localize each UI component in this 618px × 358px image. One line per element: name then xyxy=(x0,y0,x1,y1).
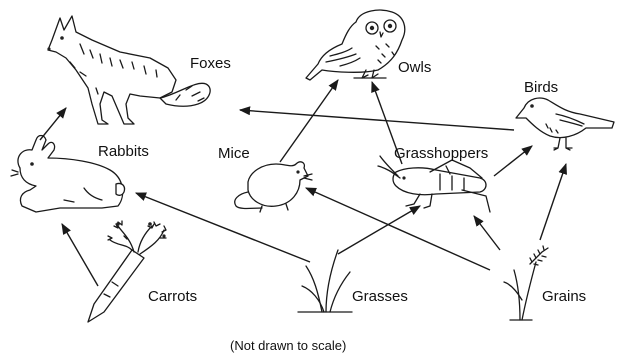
label-birds: Birds xyxy=(524,79,558,96)
arrow-birds-to-foxes xyxy=(240,110,514,130)
label-grasshoppers: Grasshoppers xyxy=(394,145,488,162)
label-carrots: Carrots xyxy=(148,288,197,305)
caption-not-to-scale: (Not drawn to scale) xyxy=(230,338,346,353)
label-mice: Mice xyxy=(218,145,250,162)
label-owls: Owls xyxy=(398,59,431,76)
fox-illustration xyxy=(47,16,210,124)
owl-illustration xyxy=(306,10,405,80)
bird-illustration xyxy=(516,98,614,150)
grasshopper-illustration xyxy=(378,156,490,212)
label-grasses: Grasses xyxy=(352,288,408,305)
arrow-grains-to-mice xyxy=(306,188,490,270)
arrow-grasses-to-grasshoppers xyxy=(338,206,420,254)
carrot-illustration xyxy=(88,221,166,322)
arrow-mice-to-owls xyxy=(280,80,338,162)
label-rabbits: Rabbits xyxy=(98,143,149,160)
arrow-grains-to-grasshoppers xyxy=(474,216,500,250)
arrow-grasshoppers-to-birds xyxy=(494,146,532,176)
arrow-grains-to-birds xyxy=(540,164,566,240)
label-grains: Grains xyxy=(542,288,586,305)
arrow-rabbits-to-foxes xyxy=(40,108,66,140)
grass-illustration xyxy=(298,250,352,312)
arrow-carrots-to-rabbits xyxy=(62,224,98,286)
grain-illustration xyxy=(504,246,548,320)
label-foxes: Foxes xyxy=(190,55,231,72)
mouse-illustration xyxy=(235,162,312,212)
